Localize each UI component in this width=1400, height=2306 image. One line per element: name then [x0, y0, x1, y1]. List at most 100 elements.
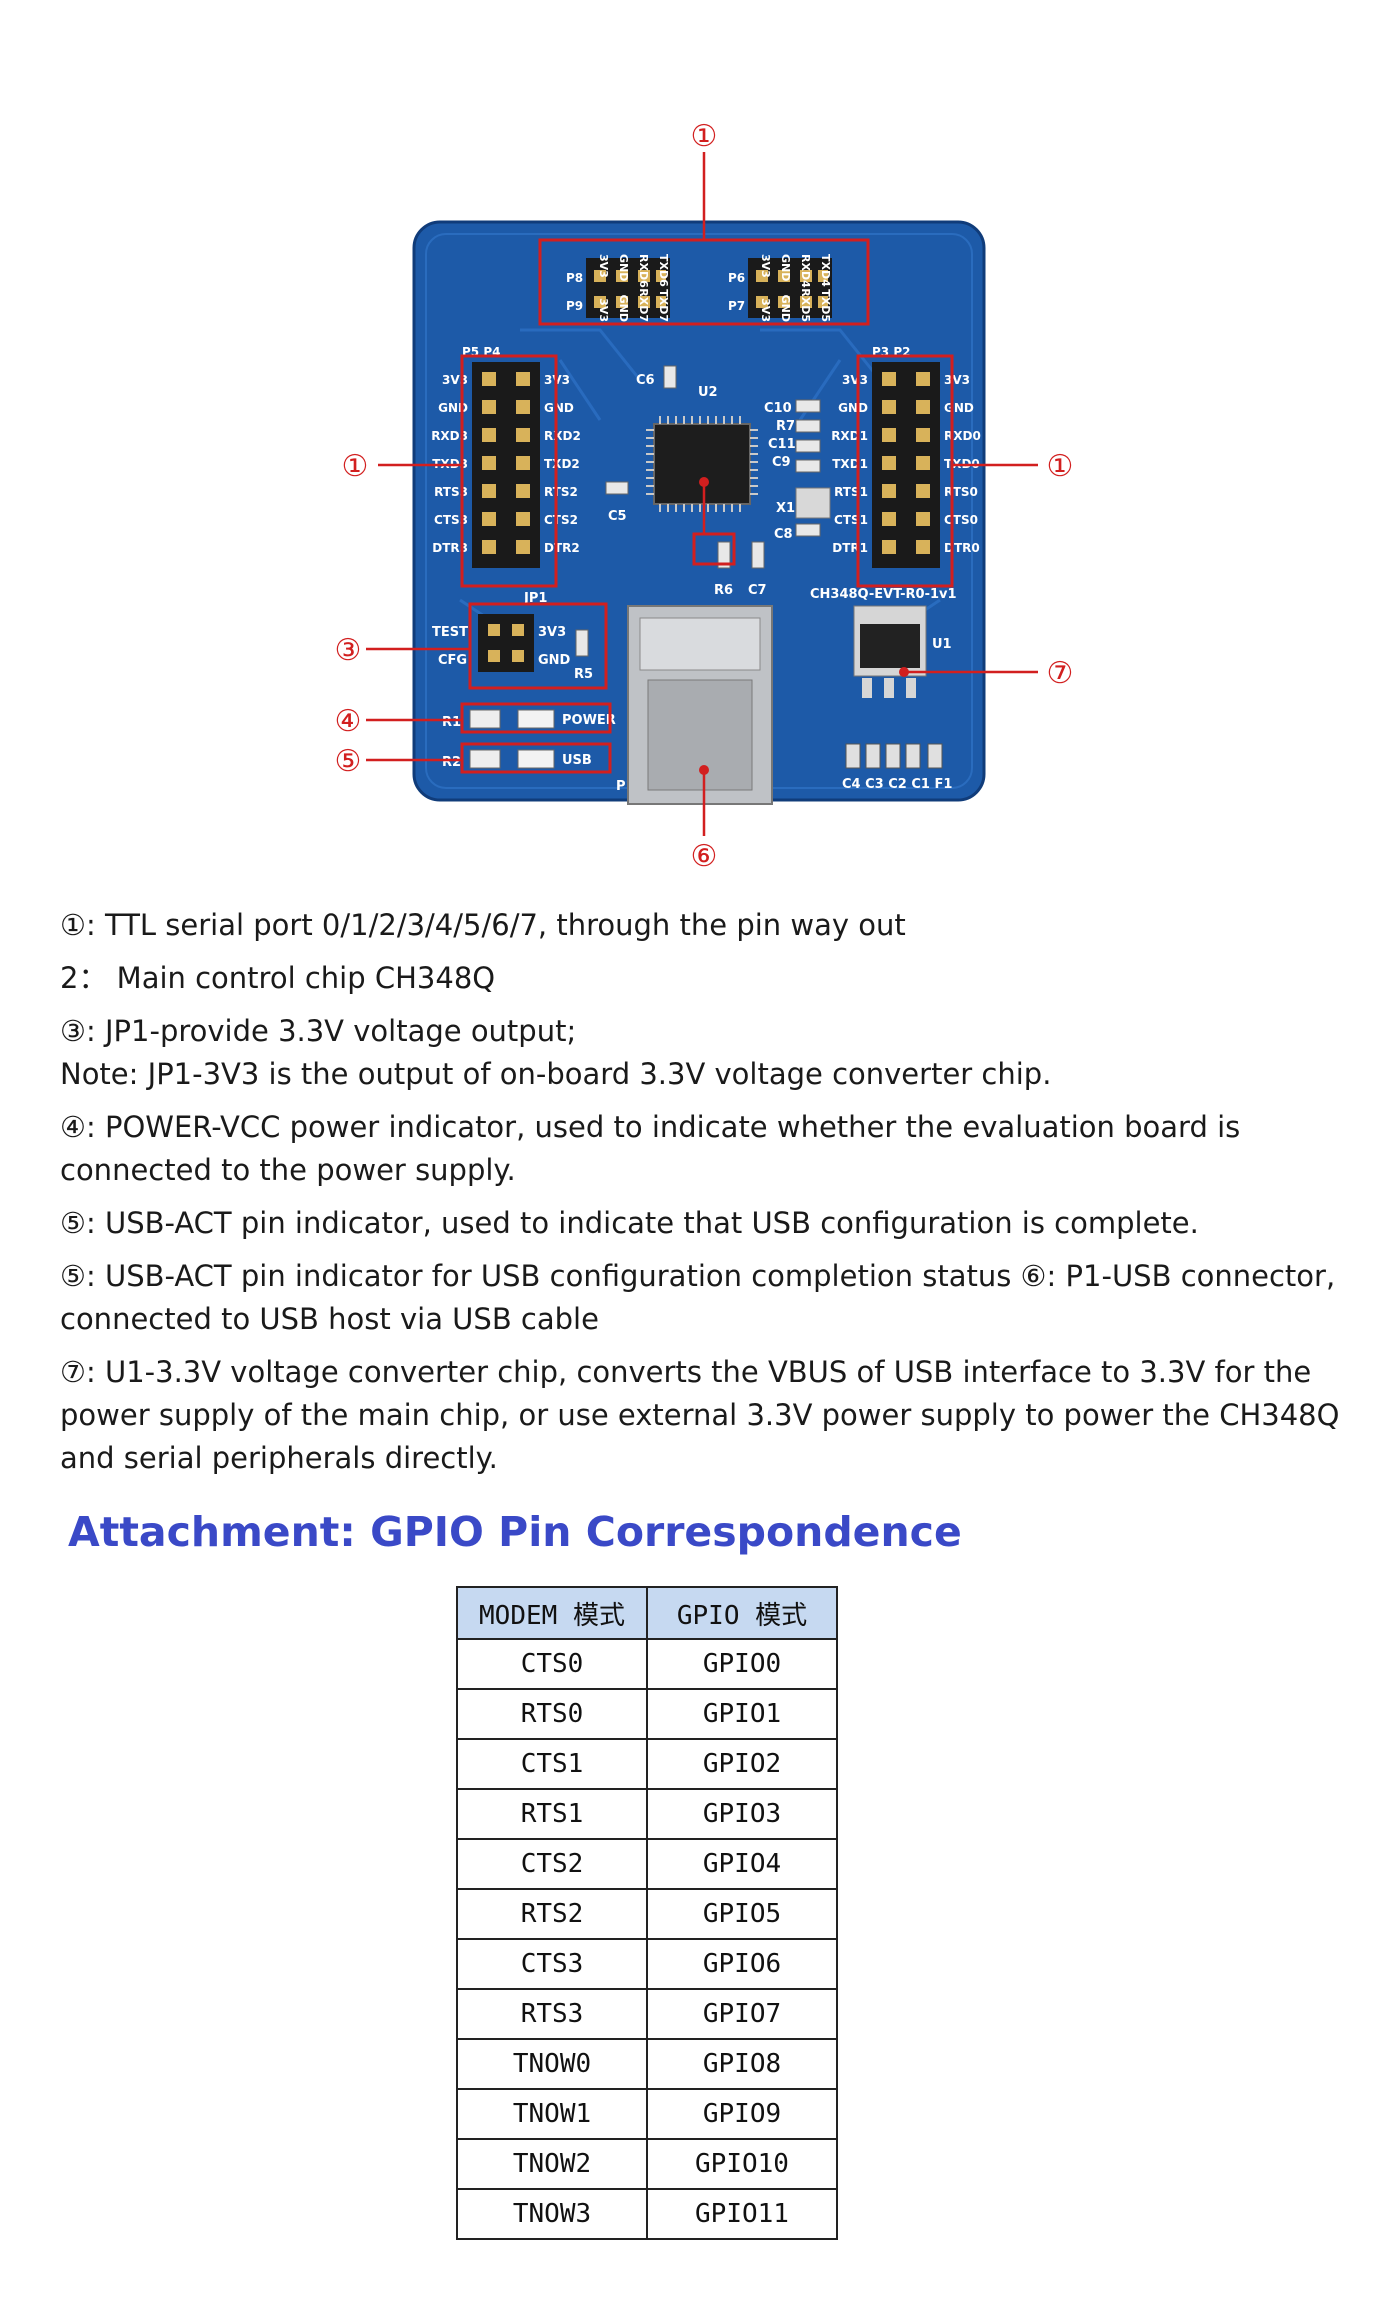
label-r7: R7 — [776, 419, 795, 434]
header-pin — [882, 456, 896, 470]
modem-cell: CTS2 — [456, 1838, 648, 1890]
label-c5: C5 — [608, 509, 627, 524]
description-block: ①: TTL serial port 0/1/2/3/4/5/6/7, thro… — [60, 904, 1390, 1480]
pin-label: RTS0 — [944, 485, 978, 499]
label-jp-gnd: GND — [538, 653, 571, 668]
modem-cell: TNOW2 — [456, 2138, 648, 2190]
label-c9: C9 — [772, 455, 791, 470]
modem-cell: TNOW3 — [456, 2188, 648, 2240]
desc-item-3: ③: JP1-provide 3.3V voltage output; Note… — [60, 1014, 1052, 1091]
pin-label: 3V3 — [944, 373, 970, 387]
label-r6: R6 — [714, 583, 733, 598]
label-model: CH348Q-EVT-R0-1v1 — [810, 587, 957, 602]
desc-item-2: 2： Main control chip CH348Q — [60, 961, 496, 995]
pin-label: DTR0 — [944, 541, 980, 555]
callout-1-left: ① — [342, 449, 369, 484]
pin-label: RXD6 — [637, 254, 650, 288]
pin-label: TXD7 — [657, 289, 670, 322]
gpio-cell: GPIO11 — [646, 2188, 838, 2240]
label-u2: U2 — [698, 385, 718, 400]
highlight-right-header — [856, 354, 954, 588]
usb-connector-p1 — [627, 605, 773, 805]
header-pin — [882, 540, 896, 554]
label-c10: C10 — [764, 401, 792, 416]
header-pin — [882, 484, 896, 498]
pin-label: GND — [617, 254, 630, 281]
highlight-left-header — [460, 354, 558, 588]
gpio-cell: GPIO8 — [646, 2038, 838, 2090]
pin-label: RXD1 — [831, 429, 868, 443]
callout-6: ⑥ — [691, 839, 718, 874]
pin-label: CTS2 — [544, 513, 578, 527]
label-p6: P6 — [728, 271, 745, 285]
label-c11: C11 — [768, 437, 796, 452]
label-p9: P9 — [566, 299, 583, 313]
label-r1: R1 — [442, 715, 461, 730]
highlight-power-led — [460, 702, 612, 734]
pin-label: 3V3 — [597, 254, 610, 278]
modem-cell: CTS3 — [456, 1938, 648, 1990]
header-pin — [516, 456, 530, 470]
label-u1: U1 — [932, 637, 952, 652]
modem-cell: RTS1 — [456, 1788, 648, 1840]
label-r5: R5 — [574, 667, 593, 682]
regulator-u1 — [853, 605, 927, 698]
header-pin — [916, 484, 930, 498]
modem-cell: TNOW0 — [456, 2038, 648, 2090]
label-p7: P7 — [728, 299, 745, 313]
header-pin — [516, 484, 530, 498]
pin-label: CTS3 — [434, 513, 468, 527]
pin-label: RTS1 — [834, 485, 868, 499]
gpio-cell: GPIO3 — [646, 1788, 838, 1840]
pin-label: 3V3 — [759, 298, 772, 322]
header-pin — [516, 540, 530, 554]
pin-label: TXD2 — [544, 457, 580, 471]
crystal-x1 — [795, 487, 831, 519]
pin-label: GND — [544, 401, 574, 415]
header-pin — [882, 372, 896, 386]
label-bottom-caps: C4 C3 C2 C1 F1 — [842, 777, 952, 792]
modem-cell: RTS2 — [456, 1888, 648, 1940]
gpio-cell: GPIO5 — [646, 1888, 838, 1940]
top-header-right — [748, 258, 832, 318]
label-cfg: CFG — [438, 653, 467, 668]
modem-cell: CTS0 — [456, 1638, 648, 1690]
pin-label: RXD7 — [637, 288, 650, 322]
label-jp1: JP1 — [523, 591, 547, 606]
gpio-cell: GPIO4 — [646, 1838, 838, 1890]
header-pin — [516, 372, 530, 386]
header-gpio: GPIO 模式 — [646, 1586, 838, 1640]
header-pin — [916, 372, 930, 386]
desc-item-5: ⑤: USB-ACT pin indicator, used to indica… — [60, 1206, 1199, 1240]
header-pin — [916, 456, 930, 470]
callout-3: ③ — [335, 633, 362, 668]
header-pin — [482, 372, 496, 386]
led-usb — [469, 749, 555, 769]
main-chip-ch348q — [646, 416, 758, 512]
pin-label: DTR2 — [544, 541, 580, 555]
pin-label: 3V3 — [759, 254, 772, 278]
table-header-row: MODEM 模式 GPIO 模式 — [456, 1586, 838, 1640]
header-pin — [916, 512, 930, 526]
gpio-cell: GPIO2 — [646, 1738, 838, 1790]
pin-label: GND — [779, 295, 792, 322]
pin-label: DTR3 — [432, 541, 468, 555]
gpio-cell: GPIO0 — [646, 1638, 838, 1690]
pin-label: RXD0 — [944, 429, 981, 443]
pin-label: GND — [944, 401, 974, 415]
pin-label: 3V3 — [442, 373, 468, 387]
top-header-left — [586, 258, 670, 318]
pin-label: TXD1 — [832, 457, 868, 471]
modem-cell: RTS0 — [456, 1688, 648, 1740]
callout-4: ④ — [335, 704, 362, 739]
